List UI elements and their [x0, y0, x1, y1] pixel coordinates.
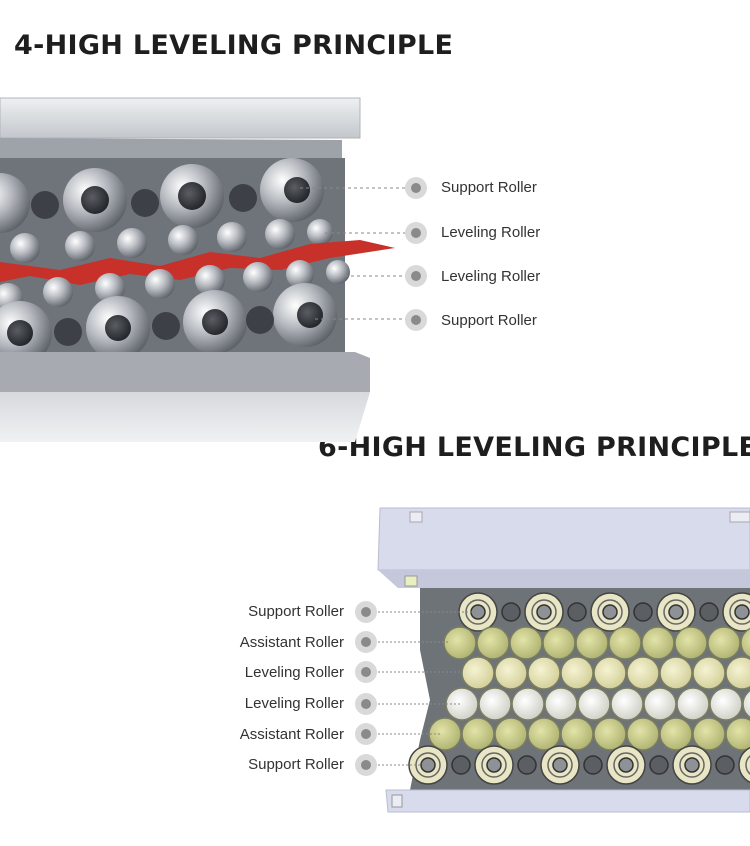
assistant-roller [575, 626, 609, 660]
assistant-roller [494, 717, 528, 751]
assistant-roller [542, 626, 576, 660]
support-roller-gap [517, 755, 537, 775]
support-roller-bearing [531, 599, 557, 625]
support-roller-hub [668, 604, 684, 620]
six-high-leveling-rollers-bottom [445, 687, 750, 721]
assistant-roller [509, 626, 543, 660]
four-high-label-support-bottom: Support Roller [441, 312, 537, 329]
four-high-bottom-leveling-rollers [0, 260, 350, 313]
assistant-roller [608, 626, 642, 660]
assistant-roller [740, 627, 750, 659]
support-roller-bearing [547, 752, 573, 778]
leveling-roller [626, 656, 660, 690]
six-high-label-support-top: Support Roller [248, 603, 344, 620]
support-roller-bearing [745, 755, 750, 775]
four-high-top-support-rollers [0, 158, 324, 233]
support-roller-gap [501, 602, 521, 622]
six-high-leaders [378, 611, 478, 766]
leveling-roller [593, 656, 627, 690]
leveling-roller [725, 656, 750, 690]
support-roller-hub [552, 757, 568, 773]
four-high-bottom-support-rollers [0, 283, 337, 365]
leveling-roller [692, 656, 726, 690]
support-roller-gap [715, 755, 735, 775]
leveling-roller [610, 687, 644, 721]
six-high-bottom-support-rollers [408, 745, 750, 785]
leveling-roller [676, 687, 710, 721]
four-high-leaders [300, 187, 408, 320]
six-high-leveling-rollers-top [461, 656, 750, 690]
support-roller-hub [602, 604, 618, 620]
leveling-roller [742, 689, 750, 719]
support-roller-gap [583, 755, 603, 775]
six-high-label-support-bottom: Support Roller [248, 756, 344, 773]
support-roller-bearing [597, 599, 623, 625]
leveling-roller [659, 656, 693, 690]
leveling-roller [461, 656, 495, 690]
assistant-roller [428, 717, 462, 751]
assistant-roller [593, 717, 627, 751]
four-high-top-leveling-rollers [10, 219, 333, 263]
four-high-strip [0, 240, 395, 285]
assistant-roller [443, 626, 477, 660]
assistant-roller [674, 626, 708, 660]
assistant-roller [641, 626, 675, 660]
leveling-roller [560, 656, 594, 690]
assistant-roller [659, 717, 693, 751]
support-roller-hub [684, 757, 700, 773]
leveling-roller [709, 687, 743, 721]
six-high-assistant-rollers-bottom [428, 717, 750, 751]
leveling-roller [643, 687, 677, 721]
four-high-title: 4-HIGH LEVELING PRINCIPLE [14, 30, 454, 61]
six-high-label-leveling-top: Leveling Roller [244, 664, 344, 681]
support-roller-bearing [663, 599, 689, 625]
support-roller-bearing [679, 752, 705, 778]
six-high-label-assistant-bottom: Assistant Roller [239, 726, 344, 743]
leveling-roller [527, 656, 561, 690]
assistant-roller [626, 717, 660, 751]
six-high-top-support-rollers [458, 592, 750, 632]
support-roller-hub [734, 604, 750, 620]
support-roller [738, 746, 750, 784]
four-high-machine [0, 97, 395, 442]
assistant-roller [560, 717, 594, 751]
four-high-label-leveling-top: Leveling Roller [441, 224, 541, 241]
support-roller-bearing [613, 752, 639, 778]
assistant-roller [707, 626, 741, 660]
leveling-roller [494, 656, 528, 690]
support-roller-gap [649, 755, 669, 775]
four-high-label-leveling-bottom: Leveling Roller [441, 268, 541, 285]
four-high-label-support-top: Support Roller [441, 179, 537, 196]
six-high-label-assistant-top: Assistant Roller [239, 634, 344, 651]
six-high-markers [355, 601, 377, 776]
support-roller-hub [618, 757, 634, 773]
support-roller-hub [486, 757, 502, 773]
six-high-title: 6-HIGH LEVELING PRINCIPLE [318, 432, 750, 463]
support-roller-bearing [729, 599, 750, 625]
support-roller-gap [451, 755, 471, 775]
six-high-assistant-rollers-top [443, 626, 750, 660]
assistant-roller [527, 717, 561, 751]
six-high-label-leveling-bottom: Leveling Roller [244, 695, 344, 712]
leveling-roller [478, 687, 512, 721]
support-roller-gap [567, 602, 587, 622]
support-roller-gap [699, 602, 719, 622]
support-roller-bearing [481, 752, 507, 778]
leveling-roller [511, 687, 545, 721]
leveling-roller [544, 687, 578, 721]
support-roller-hub [536, 604, 552, 620]
assistant-roller [692, 717, 726, 751]
assistant-roller [725, 717, 750, 751]
assistant-roller [461, 717, 495, 751]
leveling-roller [577, 687, 611, 721]
four-high-markers [405, 177, 427, 331]
assistant-roller [476, 626, 510, 660]
support-roller-gap [633, 602, 653, 622]
